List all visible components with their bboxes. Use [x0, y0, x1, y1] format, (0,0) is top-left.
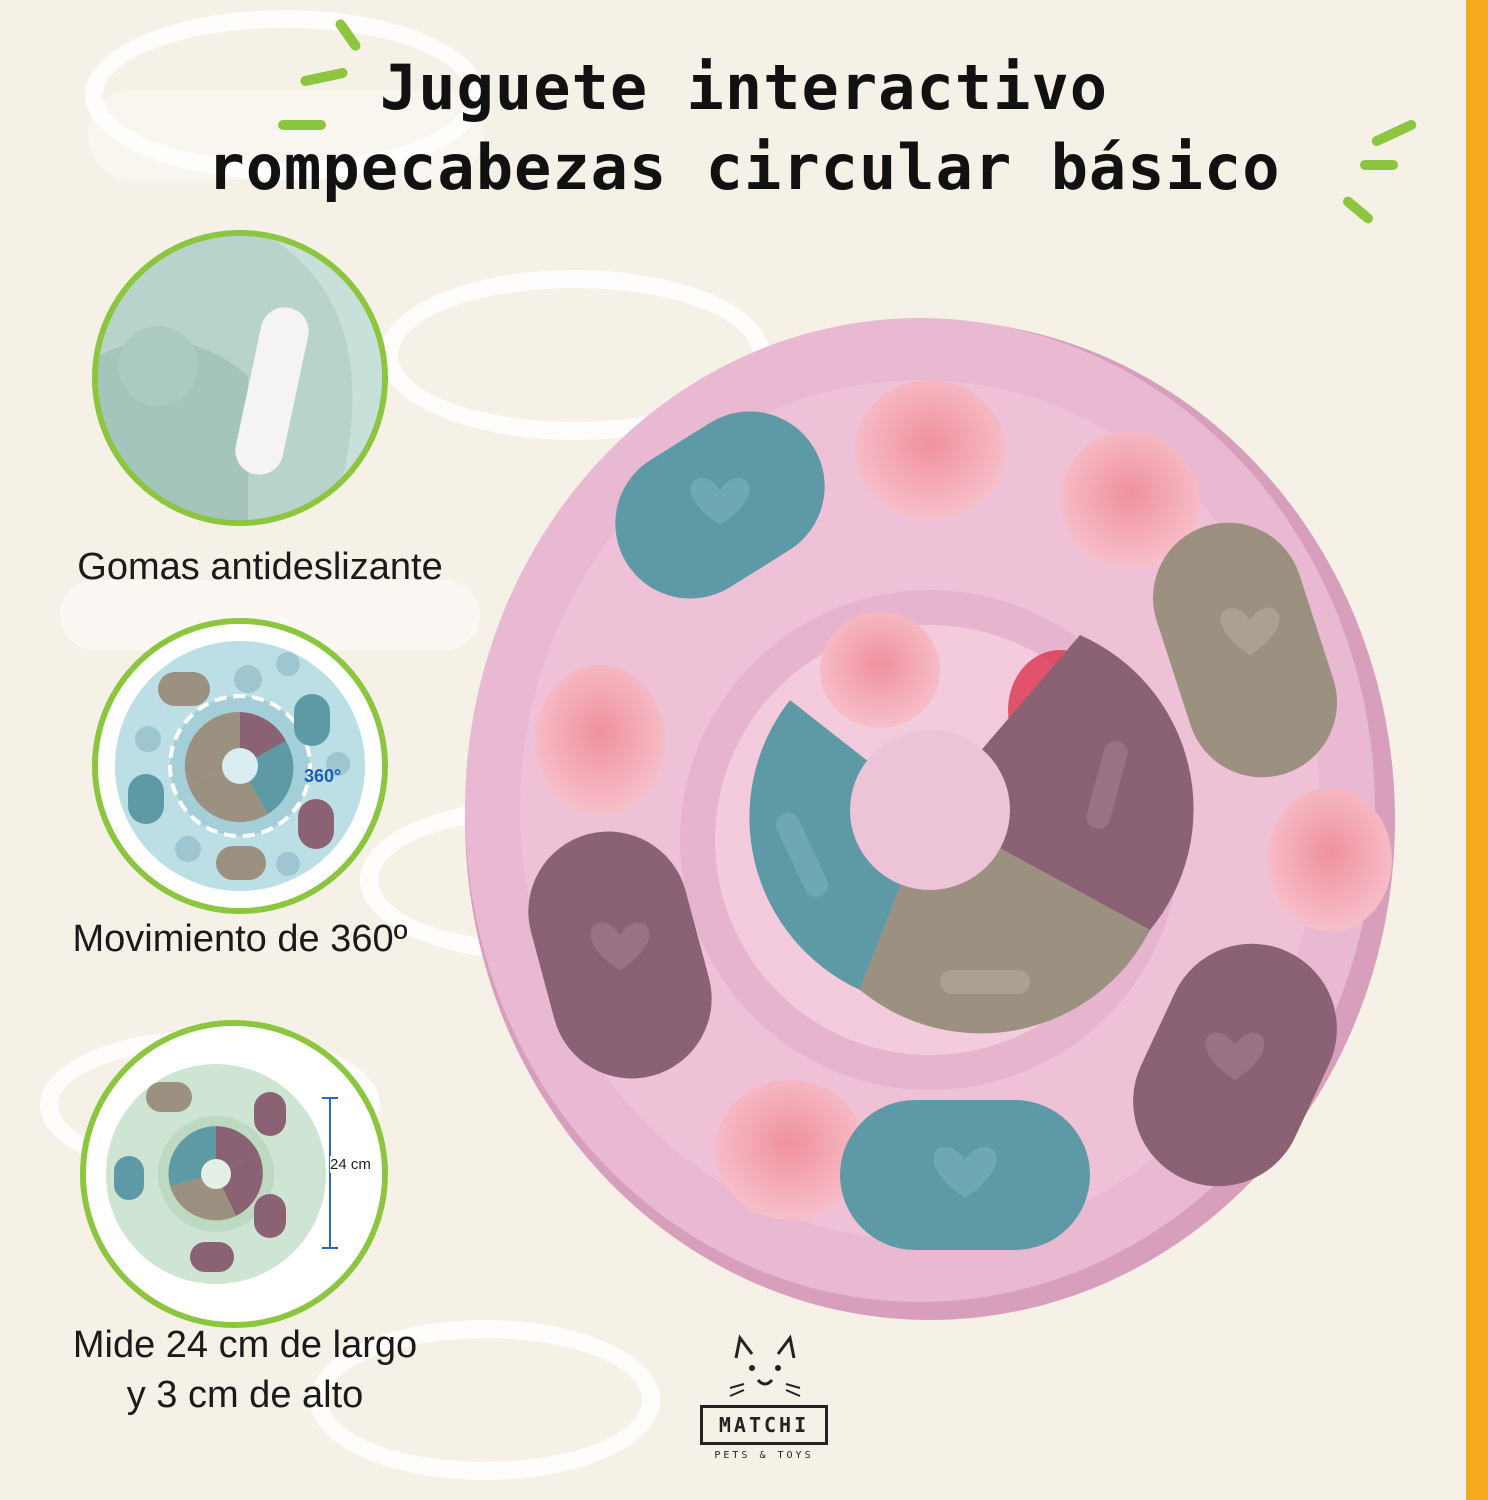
page-title: Juguete interactivo rompecabezas circula… [0, 48, 1488, 208]
feature-caption-non-slip: Gomas antideslizante [77, 546, 443, 588]
bg-band [88, 90, 483, 180]
non-slip-rubber-photo [92, 230, 388, 526]
puzzle-toy-product-image [465, 318, 1395, 1320]
rotation-badge: 360° [304, 766, 342, 786]
title-line-1: Juguete interactivo [379, 51, 1109, 124]
size-caption-line-1: Mide 24 cm de largo [72, 1324, 418, 1366]
title-line-2: rompecabezas circular básico [207, 131, 1281, 204]
brand-name: MATCHI [700, 1405, 828, 1445]
green-dash-decoration [278, 120, 326, 130]
size-caption-line-2: y 3 cm de alto [126, 1374, 364, 1416]
rotation-360-photo: 360° [92, 618, 388, 914]
rotation-360-illustration [98, 624, 382, 908]
feature-caption-size: Mide 24 cm de largo y 3 cm de alto [40, 1320, 450, 1420]
brand-logo: MATCHI PETS & TOYS [700, 1330, 830, 1470]
green-dash-decoration [1360, 160, 1398, 170]
size-illustration [86, 1026, 382, 1322]
brand-tagline: PETS & TOYS [714, 1450, 814, 1461]
dog-face-icon [729, 1334, 801, 1397]
size-photo: 24 cm [80, 1020, 388, 1328]
non-slip-rubber-illustration [98, 236, 382, 520]
orange-side-bar [1466, 0, 1488, 1500]
dimension-label: 24 cm [330, 1156, 371, 1173]
feature-caption-rotation: Movimiento de 360º [72, 918, 408, 960]
